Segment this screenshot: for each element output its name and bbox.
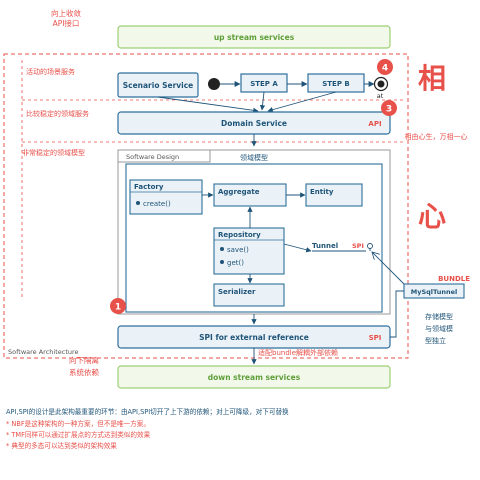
badge-1-label: 1 [115,303,121,313]
step-a-label: STEP A [250,80,278,88]
big-char-xiang: 相 [418,62,446,95]
create-method: create() [143,200,171,208]
badge-3-label: 3 [386,105,392,115]
footer-line3: * TMF同样可以通过扩展点的方式达到类似的效果 [6,430,151,439]
serializer-label: Serializer [218,288,256,296]
storage-note-line3: 型独立 [425,336,446,345]
down-stream-label: down stream services [208,373,301,382]
arrow-stepb-domain [267,91,337,113]
save-method: save() [227,246,249,254]
flow-end-inner [377,80,385,88]
up-stream-box [117,25,391,49]
domain-service-label: Domain Service [221,119,287,128]
domain-model-boundary [125,163,383,313]
software-design-label: Software Design [126,153,179,161]
top-annotation-line2: API接口 [53,18,80,28]
layer-label-stable: 比较稳定的领域服务 [26,109,89,118]
bundle-label: BUNDLE [438,275,470,283]
layer-label-scenario: 活动的场景服务 [26,67,75,76]
scenario-service-label: Scenario Service [123,81,194,90]
tunnel-label: Tunnel [312,242,338,250]
entity-box [305,183,363,207]
bundle-note: 适配bundle解耦外部依赖 [258,348,338,357]
bottom-annotation-line2: 系统依赖 [69,367,99,377]
arrow-mysql-tunnel-realizes [372,252,405,285]
flow-start-dot [208,78,220,90]
badge-3 [381,100,397,116]
badge-4-label: 4 [382,64,388,74]
entity-label: Entity [310,188,334,196]
layer-label-very-stable: 非常稳定的领域模型 [22,148,85,157]
repository-box [213,227,285,275]
storage-note-line1: 存储模型 [425,312,453,321]
arrow-scenario-domain [157,96,259,114]
arrow-repository-tunnel [283,243,312,253]
software-design-tab [117,149,211,163]
bottom-annotation-line1: 向下隔离 [69,355,99,365]
save-bullet [220,247,224,251]
down-stream-box [117,365,391,389]
factory-box [129,179,203,215]
arrow-stepa-domain [259,91,266,111]
footer-line1: API,SPI的设计是此架构最重要的环节：由API,SPI切开了上下游的依赖；对… [6,407,289,416]
factory-label: Factory [134,183,164,191]
repository-label: Repository [218,231,261,239]
up-stream-label: up stream services [214,33,295,42]
mysql-to-spi-connector [390,290,404,338]
tunnel-interface-lollipop [367,243,373,249]
motto-note: 相由心生，万相一心 [405,132,468,141]
software-architecture-label: Software Architecture [8,348,79,356]
spi-external-tag: SPI [369,334,382,342]
footer-line4: * 典型的多态可以达到类似的架构效果 [6,441,117,450]
mysql-tunnel-label: MySqlTunnel [411,288,458,296]
badge-4 [377,59,393,75]
aggregate-label: Aggregate [218,188,260,196]
big-char-xin: 心 [418,200,446,233]
serializer-box [213,283,285,307]
top-annotation-line1: 向上收敛 [51,8,81,18]
footer-line2: * NBF是这种架构的一种方案，但不是唯一方案。 [6,419,150,428]
badge-1 [110,298,126,314]
domain-model-label: 领域模型 [240,153,268,162]
domain-service-api-tag: API [368,120,381,128]
spi-external-label: SPI for external reference [199,333,309,342]
at-label: at [377,92,384,100]
architecture-frame [3,53,409,359]
get-bullet [220,260,224,264]
get-method: get() [227,259,244,267]
storage-note-line2: 与领域模 [425,324,453,333]
step-b-label: STEP B [322,80,350,88]
tunnel-spi-tag: SPI [352,242,364,250]
create-bullet [136,201,140,205]
